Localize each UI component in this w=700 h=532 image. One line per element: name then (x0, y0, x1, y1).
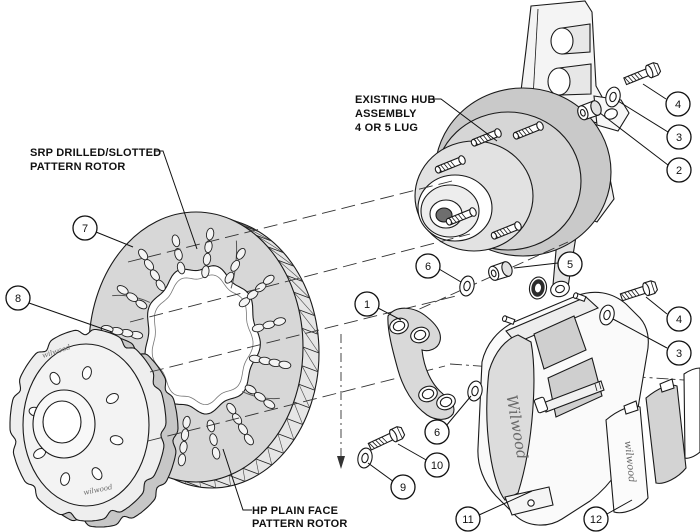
hub-label-line2: ASSEMBLY (355, 108, 417, 120)
callout-8-number: 8 (15, 293, 21, 305)
callout-10: 10 (424, 452, 450, 478)
pad-tab (623, 400, 639, 415)
callout-8: 8 (5, 285, 31, 311)
callout-2-number: 2 (676, 165, 682, 177)
pad-backing-front (605, 405, 649, 514)
centerline-arrowhead (337, 456, 345, 469)
leader-2 (599, 112, 669, 166)
bleed-screw (572, 292, 587, 303)
leader-10 (397, 443, 429, 462)
spacer-item5 (486, 259, 515, 283)
lug-axis-line (127, 180, 453, 263)
leader-hub-label (433, 98, 498, 142)
leader-11 (478, 490, 533, 516)
leader-9 (367, 462, 395, 483)
axis-lines (127, 180, 699, 469)
hub-label-line1: EXISTING HUB (355, 94, 436, 106)
brake-pads: wilwood (605, 367, 700, 514)
callouts: 7 8 1 6 5 4 3 2 4 3 6 10 9 11 12 (5, 91, 692, 532)
leader-12 (606, 499, 633, 515)
leader-8 (28, 302, 113, 333)
callout-11: 11 (455, 506, 481, 532)
leader-6-bottom (445, 395, 472, 427)
callout-6-bottom: 6 (424, 419, 450, 445)
rotor-hat: wilwood wilwood (9, 328, 179, 528)
lug-axis-line (147, 365, 446, 442)
bolt-item4-top (622, 60, 663, 88)
callout-11-number: 11 (462, 514, 473, 526)
callout-5-number: 5 (567, 259, 573, 271)
hp-rotor-label-line1: HP PLAIN FACE (252, 505, 338, 517)
bracket-boss (389, 317, 456, 411)
pad-friction (645, 384, 687, 484)
leader-1 (377, 307, 402, 321)
callout-3-mid-number: 3 (676, 348, 682, 360)
pad-brand-script: wilwood (622, 440, 637, 483)
leader-6-top (438, 268, 462, 283)
caliper-window-1 (533, 315, 587, 370)
leader-hp-label (222, 448, 252, 511)
callout-7: 7 (72, 215, 98, 241)
lug-axis-line (149, 294, 461, 373)
tube-fitting-hex (533, 396, 549, 414)
text-labels: EXISTING HUB ASSEMBLY 4 OR 5 LUG SRP DRI… (30, 94, 436, 530)
hub-label-line3: 4 OR 5 LUG (355, 122, 418, 134)
pad-backing-rear (683, 367, 700, 459)
leader-4-mid (645, 296, 668, 315)
hp-rotor-label-line2: PATTERN ROTOR (252, 518, 348, 530)
srp-rotor-label-line1: SRP DRILLED/SLOTTED (30, 147, 161, 159)
callout-9: 9 (390, 474, 416, 500)
leader-lines (28, 83, 669, 516)
bleed-screw (501, 315, 516, 326)
callout-9-number: 9 (400, 482, 406, 494)
srp-rotor-label-line2: PATTERN ROTOR (30, 161, 126, 173)
pad-tab (659, 378, 675, 393)
callout-6-top: 6 (415, 253, 441, 279)
callout-4-top-number: 4 (675, 99, 681, 111)
washer-item6-top (457, 274, 477, 298)
callout-6-top-number: 6 (425, 261, 431, 273)
bolt-item10 (366, 424, 407, 454)
leader-srp-label (155, 150, 198, 250)
lug-axis-line (129, 233, 471, 323)
callout-1: 1 (354, 291, 380, 317)
callout-5: 5 (557, 251, 583, 277)
callout-12: 12 (583, 506, 609, 532)
hat-center-bore (42, 400, 82, 444)
callout-4-top: 4 (665, 91, 691, 117)
callout-3-top: 3 (666, 124, 692, 150)
leader-7 (95, 231, 134, 248)
leader-5 (513, 262, 559, 269)
bolt-item4-mid (618, 279, 659, 305)
callout-12-number: 12 (590, 514, 602, 526)
callout-6-bottom-number: 6 (434, 427, 440, 439)
caliper-bracket (387, 307, 456, 420)
oring-seal (527, 275, 549, 301)
brake-caliper: Wilwood (477, 291, 649, 526)
callout-1-number: 1 (364, 299, 370, 311)
callout-7-number: 7 (82, 223, 88, 235)
callout-4-mid-number: 4 (676, 314, 682, 326)
caliper-left-band (486, 334, 535, 501)
leader-3-mid (612, 318, 668, 349)
leader-3-top (617, 100, 669, 133)
callout-10-number: 10 (431, 460, 443, 472)
leader-4-top (642, 83, 667, 100)
callout-2: 2 (666, 157, 692, 183)
callout-3-top-number: 3 (676, 132, 682, 144)
hardware-axis-line (403, 241, 569, 317)
callout-3-mid: 3 (666, 340, 692, 366)
callout-4-mid: 4 (666, 306, 692, 332)
